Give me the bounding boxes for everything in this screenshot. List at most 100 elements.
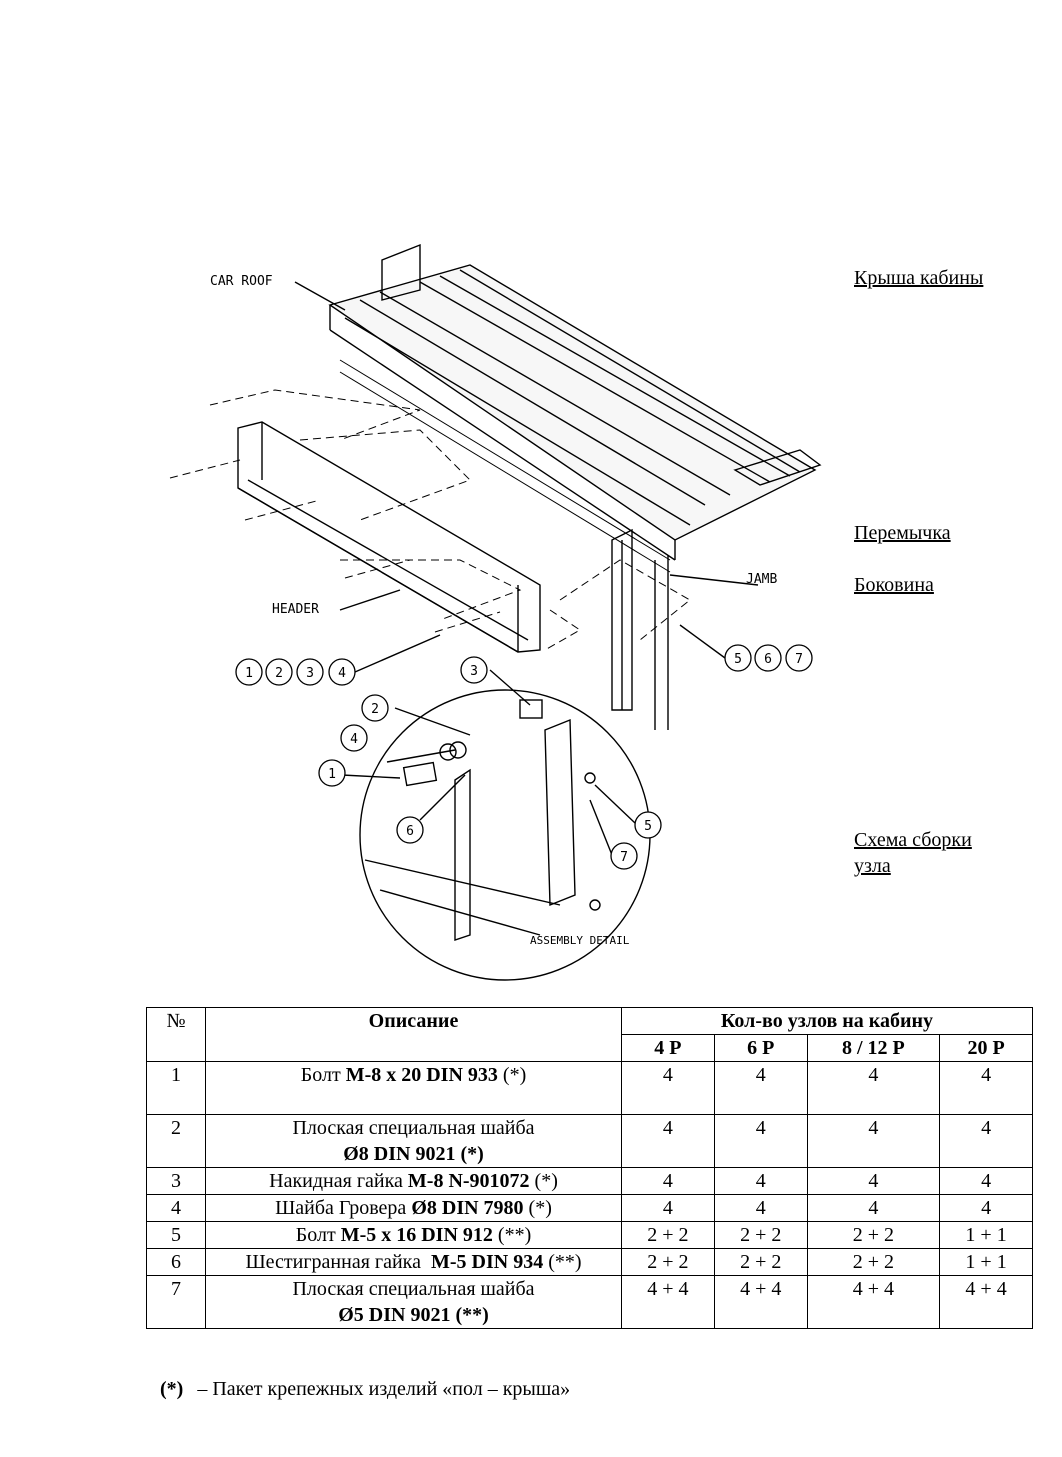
row-num: 1 bbox=[146, 1061, 206, 1115]
footnote: (*) – Пакет крепежных изделий «пол – крыш… bbox=[160, 1378, 570, 1401]
label-car-roof: CAR ROOF bbox=[210, 274, 273, 289]
desc-bold: M-8 N-901072 bbox=[407, 1170, 530, 1192]
header-col-6p: 6 P bbox=[713, 1034, 808, 1062]
assembly-drawing: 1 2 3 4 5 6 7 3 2 4 1 6 5 7 CAR ROOF HEA… bbox=[169, 243, 822, 981]
qty-cell: 2 + 2 bbox=[621, 1248, 715, 1276]
row-num: 6 bbox=[146, 1248, 206, 1276]
desc-tail: (**) bbox=[492, 1224, 532, 1246]
header-col-4p: 4 P bbox=[621, 1034, 715, 1062]
qty-cell: 1 + 1 bbox=[939, 1221, 1033, 1249]
qty-cell: 1 + 1 bbox=[939, 1248, 1033, 1276]
qty-cell: 2 + 2 bbox=[713, 1221, 808, 1249]
qty-cell: 4 bbox=[713, 1194, 808, 1222]
header-qty: Кол-во узлов на кабину bbox=[621, 1007, 1033, 1035]
row-description: Шестигранная гайка M-5 DIN 934 (**) bbox=[205, 1248, 622, 1276]
qty-cell: 2 + 2 bbox=[713, 1248, 808, 1276]
desc-line2: Ø8 DIN 9021 (*) bbox=[343, 1143, 484, 1165]
callout-6: 6 bbox=[764, 652, 772, 667]
qty-cell: 4 bbox=[939, 1167, 1033, 1195]
qty-cell: 4 bbox=[806, 1194, 941, 1222]
row-description: Шайба Гровера Ø8 DIN 7980 (*) bbox=[205, 1194, 622, 1222]
label-side-ru: Боковина bbox=[854, 574, 934, 596]
qty-cell: 4 bbox=[939, 1114, 1033, 1168]
callout-4: 4 bbox=[338, 666, 346, 681]
header-desc: Описание bbox=[205, 1007, 622, 1062]
qty-cell: 4 + 4 bbox=[621, 1275, 715, 1329]
desc-tail: (*) bbox=[497, 1064, 527, 1086]
desc-plain: Болт bbox=[295, 1224, 341, 1246]
label-roof-ru: Крыша кабины bbox=[854, 267, 984, 289]
row-description: Болт M-8 x 20 DIN 933 (*) bbox=[205, 1061, 622, 1115]
desc-plain: Плоская специальная шайба bbox=[292, 1117, 535, 1139]
desc-bold: M-8 x 20 DIN 933 bbox=[345, 1064, 498, 1086]
qty-cell: 4 bbox=[713, 1061, 808, 1115]
qty-cell: 4 bbox=[621, 1194, 715, 1222]
detail-callout-1: 1 bbox=[328, 767, 336, 782]
row-description: Накидная гайка M-8 N-901072 (*) bbox=[205, 1167, 622, 1195]
parts-table: № Описание Кол-во узлов на кабину 4 P 6 … bbox=[146, 1007, 1033, 1329]
header-col-8-12p: 8 / 12 P bbox=[806, 1034, 941, 1062]
detail-callout-5: 5 bbox=[644, 819, 652, 834]
label-scheme-ru: Схема сборки узла bbox=[854, 827, 972, 879]
qty-cell: 4 bbox=[939, 1194, 1033, 1222]
header-num: № bbox=[146, 1007, 206, 1062]
scheme-line-2: узла bbox=[854, 855, 891, 877]
row-num: 3 bbox=[146, 1167, 206, 1195]
qty-cell: 4 bbox=[713, 1114, 808, 1168]
qty-cell: 4 + 4 bbox=[939, 1275, 1033, 1329]
desc-bold: Ø8 DIN 7980 bbox=[411, 1197, 524, 1219]
qty-cell: 4 bbox=[939, 1061, 1033, 1115]
qty-cell: 2 + 2 bbox=[806, 1248, 941, 1276]
desc-plain: Плоская специальная шайба bbox=[292, 1278, 535, 1300]
label-assembly-detail: ASSEMBLY DETAIL bbox=[530, 934, 630, 947]
desc-plain: Накидная гайка bbox=[269, 1170, 408, 1192]
qty-cell: 2 + 2 bbox=[621, 1221, 715, 1249]
detail-callout-6: 6 bbox=[406, 824, 414, 839]
qty-cell: 4 bbox=[621, 1167, 715, 1195]
callout-7: 7 bbox=[795, 652, 803, 667]
detail-callout-3: 3 bbox=[470, 664, 478, 679]
header-part bbox=[237, 421, 541, 653]
jamb-part bbox=[611, 528, 633, 711]
desc-bold: M-5 x 16 DIN 912 bbox=[340, 1224, 493, 1246]
qty-cell: 4 bbox=[806, 1061, 941, 1115]
desc-plain: Шестигранная гайка bbox=[245, 1251, 431, 1273]
scheme-line-1: Схема сборки bbox=[854, 829, 972, 851]
callout-3: 3 bbox=[306, 666, 314, 681]
footnote-mark: (*) bbox=[160, 1378, 184, 1400]
qty-cell: 4 + 4 bbox=[806, 1275, 941, 1329]
row-description: Болт M-5 x 16 DIN 912 (**) bbox=[205, 1221, 622, 1249]
desc-tail: (**) bbox=[543, 1251, 582, 1273]
detail-callout-2: 2 bbox=[371, 702, 379, 717]
callout-2: 2 bbox=[275, 666, 283, 681]
qty-cell: 4 bbox=[713, 1167, 808, 1195]
desc-plain: Шайба Гровера bbox=[275, 1197, 412, 1219]
detail-callout-4: 4 bbox=[350, 732, 358, 747]
desc-bold: M-5 DIN 934 bbox=[430, 1251, 544, 1273]
row-num: 7 bbox=[146, 1275, 206, 1329]
callout-1: 1 bbox=[245, 666, 253, 681]
label-header: HEADER bbox=[272, 602, 319, 617]
table-row: 2 Плоская специальная шайба Ø8 DIN 9021 (*… bbox=[146, 1114, 1033, 1168]
qty-cell: 4 bbox=[621, 1114, 715, 1168]
row-num: 5 bbox=[146, 1221, 206, 1249]
qty-cell: 4 + 4 bbox=[713, 1275, 808, 1329]
desc-tail: (*) bbox=[529, 1170, 558, 1192]
detail-callout-7: 7 bbox=[620, 850, 628, 865]
label-jamb: JAMB bbox=[746, 572, 777, 587]
qty-cell: 4 bbox=[806, 1167, 941, 1195]
header-col-20p: 20 P bbox=[939, 1034, 1033, 1062]
label-lintel-ru: Перемычка bbox=[854, 522, 951, 544]
row-description: Плоская специальная шайба Ø8 DIN 9021 (*) bbox=[205, 1114, 622, 1168]
row-num: 2 bbox=[146, 1114, 206, 1168]
footnote-text: – Пакет крепежных изделий «пол – крыша» bbox=[197, 1378, 571, 1400]
qty-cell: 4 bbox=[806, 1114, 941, 1168]
desc-plain: Болт bbox=[300, 1064, 346, 1086]
